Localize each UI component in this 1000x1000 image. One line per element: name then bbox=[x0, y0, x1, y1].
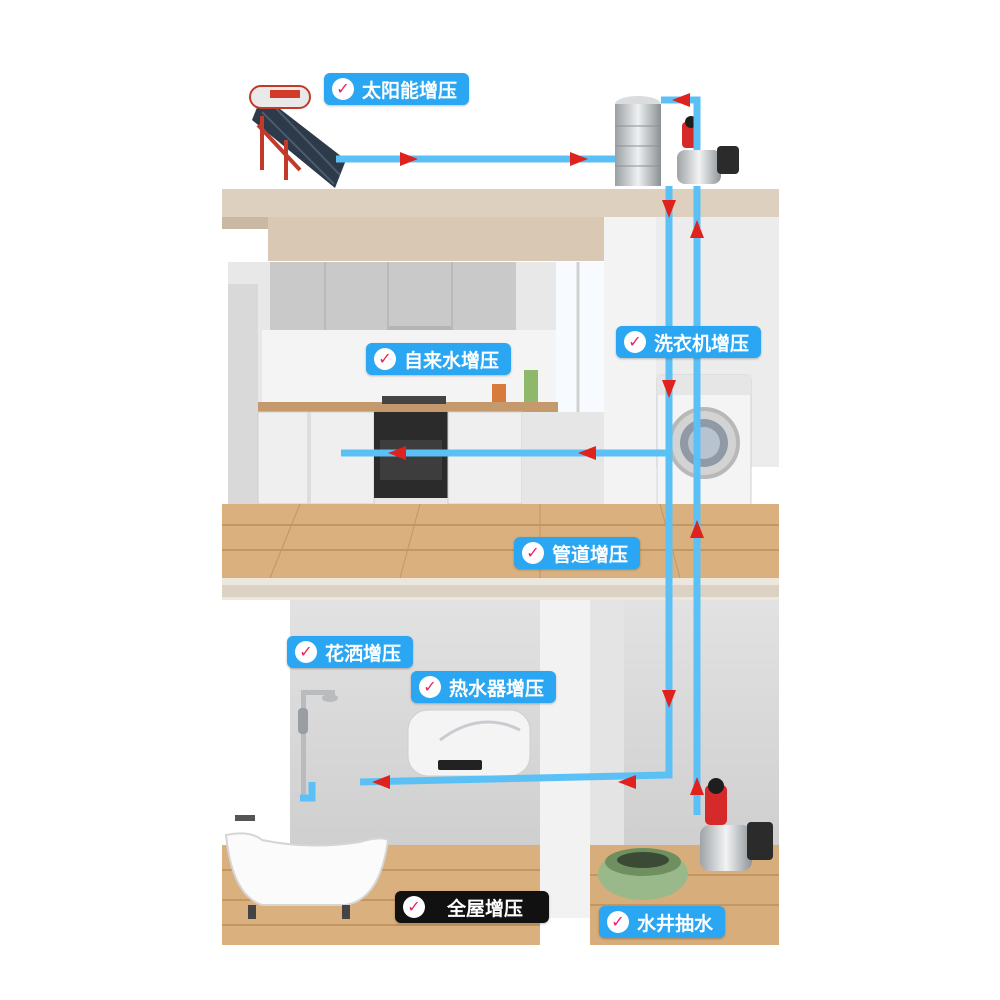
electric-water-heater bbox=[407, 709, 531, 777]
label-tap: ✓ 自来水增压 bbox=[366, 343, 512, 375]
label-text: 洗衣机增压 bbox=[654, 332, 750, 355]
label-text: 热水器增压 bbox=[449, 677, 545, 700]
red-arrow-icon bbox=[672, 93, 690, 107]
red-arrow-icon bbox=[578, 446, 596, 460]
red-arrow-icon bbox=[570, 152, 588, 166]
label-text: 太阳能增压 bbox=[362, 79, 458, 102]
red-arrow-icon bbox=[690, 220, 704, 238]
red-arrow-icon bbox=[690, 520, 704, 538]
roof-slab bbox=[222, 189, 779, 261]
check-circle-icon: ✓ bbox=[374, 348, 396, 370]
label-text: 花洒增压 bbox=[325, 642, 402, 665]
label-text: 全屋增压 bbox=[447, 897, 524, 920]
check-circle-icon: ✓ bbox=[419, 676, 441, 698]
solar-water-heater bbox=[249, 85, 346, 188]
label-solar: ✓ 太阳能增压 bbox=[324, 73, 470, 105]
label-pipe: ✓ 管道增压 bbox=[514, 537, 641, 569]
label-shower: ✓ 花洒增压 bbox=[287, 636, 414, 668]
red-arrow-icon bbox=[618, 775, 636, 789]
red-arrow-icon bbox=[690, 777, 704, 795]
shower-pipe bbox=[300, 782, 316, 802]
label-text: 管道增压 bbox=[552, 543, 629, 566]
top-booster-pump bbox=[677, 116, 739, 184]
check-circle-icon: ✓ bbox=[522, 542, 544, 564]
water-well bbox=[598, 848, 688, 900]
red-arrow-icon bbox=[372, 775, 390, 789]
label-well: ✓ 水井抽水 bbox=[599, 906, 726, 938]
label-whole-house: ✓ 全屋增压 bbox=[395, 891, 550, 923]
label-heater: ✓ 热水器增压 bbox=[411, 671, 557, 703]
red-arrow-icon bbox=[662, 200, 676, 218]
check-circle-icon: ✓ bbox=[624, 331, 646, 353]
label-text: 水井抽水 bbox=[637, 912, 714, 935]
check-circle-icon: ✓ bbox=[332, 78, 354, 100]
red-arrow-icon bbox=[662, 690, 676, 708]
shower bbox=[298, 690, 338, 798]
check-circle-icon: ✓ bbox=[607, 911, 629, 933]
red-arrow-icon bbox=[388, 446, 406, 460]
check-circle-icon: ✓ bbox=[295, 641, 317, 663]
bathtub bbox=[224, 815, 390, 919]
label-text: 自来水增压 bbox=[404, 349, 500, 372]
red-arrow-icon bbox=[400, 152, 418, 166]
check-circle-icon: ✓ bbox=[403, 896, 425, 918]
water-tank bbox=[615, 96, 661, 186]
kitchen bbox=[228, 262, 604, 505]
bottom-booster-pump bbox=[700, 778, 773, 871]
flow-arrows bbox=[372, 93, 704, 795]
red-arrow-icon bbox=[662, 380, 676, 398]
label-washer: ✓ 洗衣机增压 bbox=[616, 326, 762, 358]
